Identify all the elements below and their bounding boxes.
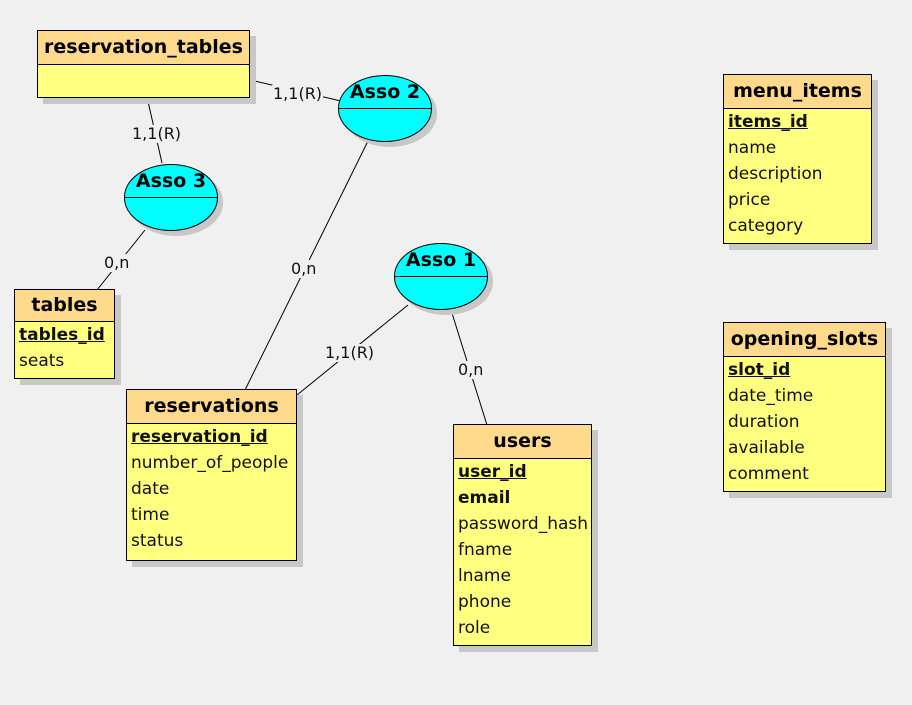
attribute: phone — [458, 592, 512, 612]
cardinality-label: 0,n — [290, 259, 318, 278]
attribute: role — [458, 618, 491, 638]
attribute: description — [728, 164, 823, 184]
primary-key-attribute: user_id — [458, 462, 527, 482]
attribute: seats — [19, 351, 65, 371]
cardinality-label: 1,1(R) — [131, 124, 183, 143]
attribute: email — [458, 488, 511, 508]
entity-title: reservation_tables — [38, 31, 249, 65]
attribute: available — [728, 438, 805, 458]
attribute: status — [131, 531, 184, 551]
attribute: date — [131, 479, 170, 499]
attribute: category — [728, 216, 804, 236]
cardinality-label: 1,1(R) — [272, 84, 324, 103]
attribute: lname — [458, 566, 511, 586]
attribute: time — [131, 505, 170, 525]
primary-key-attribute: reservation_id — [131, 427, 268, 447]
association-asso1[interactable]: Asso 1 — [394, 243, 488, 310]
primary-key-attribute: slot_id — [728, 360, 791, 380]
attribute: password_hash — [458, 514, 589, 534]
attribute: number_of_people — [131, 453, 289, 473]
attribute: price — [728, 190, 771, 210]
attribute-list: slot_id date_time duration available comment — [724, 357, 885, 491]
association-title: Asso 1 — [395, 244, 487, 277]
association-title: Asso 2 — [339, 76, 431, 109]
entity-reservation-tables[interactable]: reservation_tables — [37, 30, 250, 98]
attribute: name — [728, 138, 777, 158]
association-asso2[interactable]: Asso 2 — [338, 75, 432, 142]
attribute: duration — [728, 412, 800, 432]
cardinality-label: 1,1(R) — [324, 343, 376, 362]
cardinality-label: 0,n — [103, 253, 131, 272]
entity-title: reservations — [127, 390, 296, 424]
cardinality-label: 0,n — [457, 360, 485, 379]
entity-title: users — [454, 425, 591, 459]
entity-opening-slots[interactable]: opening_slots slot_id date_time duration av… — [723, 322, 886, 492]
entity-title: menu_items — [724, 75, 871, 109]
association-asso3[interactable]: Asso 3 — [124, 164, 218, 231]
entity-title: tables — [15, 290, 114, 322]
attribute: date_time — [728, 386, 814, 406]
attribute: fname — [458, 540, 513, 560]
primary-key-attribute: tables_id — [19, 325, 105, 345]
association-title: Asso 3 — [125, 165, 217, 198]
entity-title: opening_slots — [724, 323, 885, 357]
primary-key-attribute: items_id — [728, 112, 808, 132]
attribute: comment — [728, 464, 809, 484]
entity-reservations[interactable]: reservations reservation_id number_of_peo… — [126, 389, 297, 561]
